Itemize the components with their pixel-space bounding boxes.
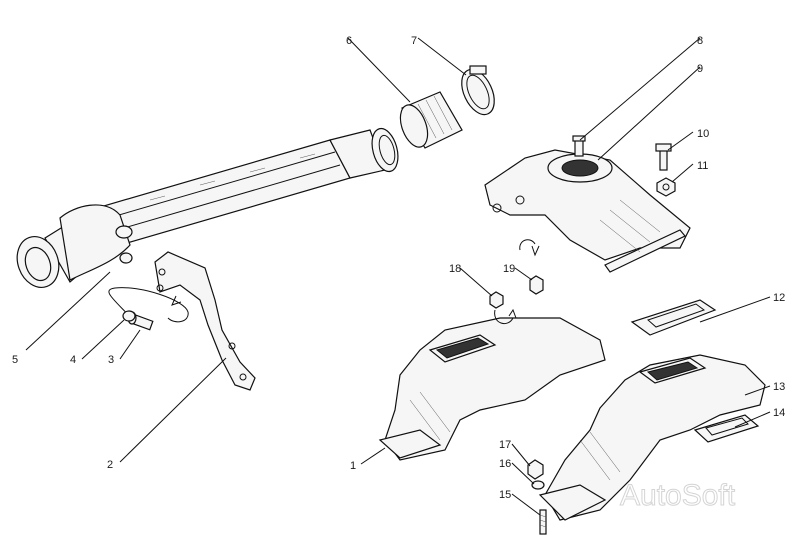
callout-10: 10 xyxy=(697,128,709,140)
rotate-arrow-19 xyxy=(519,239,536,251)
watermark: AutoSoft xyxy=(620,479,736,512)
nut-17 xyxy=(527,459,544,480)
manifold-front xyxy=(538,354,766,521)
callout-18: 18 xyxy=(449,263,461,275)
exhaust-pipe xyxy=(16,127,399,288)
callout-11: 11 xyxy=(697,160,708,172)
stud xyxy=(572,135,586,157)
assembly-path-arrow xyxy=(108,287,189,323)
callout-5: 5 xyxy=(12,354,18,366)
flange-nut xyxy=(656,177,676,197)
nut-18 xyxy=(489,291,504,309)
washer-16 xyxy=(531,480,545,490)
rotate-arrow-18 xyxy=(494,309,514,325)
callout-7: 7 xyxy=(411,35,417,47)
callout-3: 3 xyxy=(108,354,114,366)
callout-17: 17 xyxy=(499,439,511,451)
callout-15: 15 xyxy=(499,489,511,501)
leader-lines xyxy=(25,37,771,516)
callout-1: 1 xyxy=(350,460,356,472)
washer xyxy=(122,310,136,322)
callout-6: 6 xyxy=(346,35,352,47)
gasket-top xyxy=(630,299,717,336)
callout-4: 4 xyxy=(70,354,76,366)
clamp xyxy=(461,65,495,116)
callout-8: 8 xyxy=(697,35,703,47)
manifold-rear xyxy=(378,317,606,461)
callout-14: 14 xyxy=(773,407,785,419)
callout-19: 19 xyxy=(503,263,515,275)
stud-15 xyxy=(539,509,547,535)
callout-labels: 6 7 8 9 10 11 12 13 14 1 2 3 4 5 18 19 1… xyxy=(12,35,785,501)
callout-13: 13 xyxy=(773,381,785,393)
callout-12: 12 xyxy=(773,292,785,304)
arrow-head-19 xyxy=(531,245,540,257)
pipe-bracket xyxy=(154,251,256,391)
flange-bolt xyxy=(655,143,672,171)
nut-19 xyxy=(529,275,544,295)
arrow-head xyxy=(171,295,182,306)
sleeve xyxy=(399,91,463,149)
gasket-side xyxy=(693,414,760,443)
callout-16: 16 xyxy=(499,458,511,470)
arrow-head-18 xyxy=(508,308,517,319)
elbow-pipe xyxy=(484,149,691,273)
callout-2: 2 xyxy=(107,459,113,471)
callout-9: 9 xyxy=(697,63,703,75)
